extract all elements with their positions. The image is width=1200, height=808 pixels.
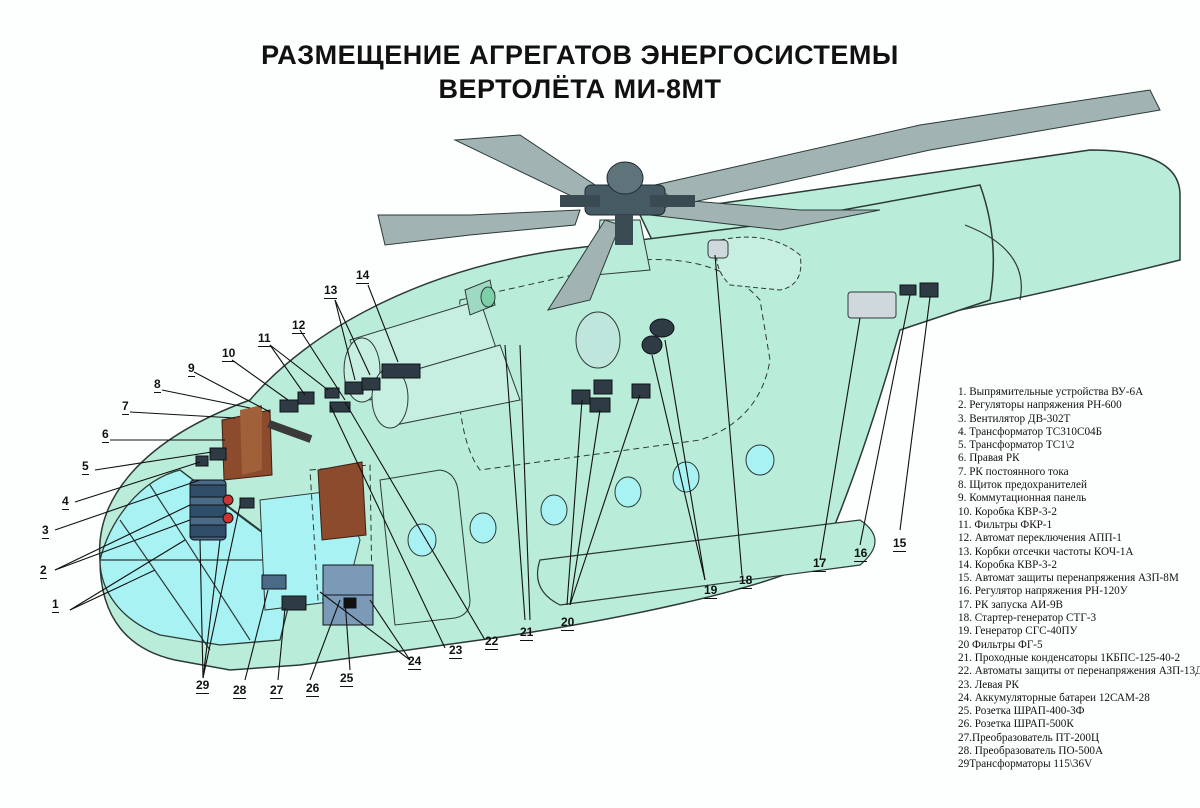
starter-unit bbox=[707, 239, 729, 259]
callout-11: 11 bbox=[258, 331, 271, 347]
cargo-door bbox=[379, 469, 471, 626]
callout-7: 7 bbox=[122, 399, 129, 415]
legend-item: 5. Трансформатор ТС1\2 bbox=[958, 439, 1075, 452]
rotor-hub bbox=[560, 161, 695, 245]
legend-item: 2. Регуляторы напряжения РН-600 bbox=[958, 399, 1122, 412]
legend-item: 17. РК запуска АИ-9В bbox=[958, 598, 1064, 611]
legend-item: 18. Стартер-генератор СТГ-3 bbox=[958, 612, 1097, 625]
callout-1: 1 bbox=[52, 597, 59, 613]
callout-6: 6 bbox=[102, 427, 109, 443]
callout-8: 8 bbox=[154, 377, 161, 393]
callout-5: 5 bbox=[82, 459, 89, 475]
callout-22: 22 bbox=[485, 634, 499, 650]
callout-21: 21 bbox=[520, 625, 534, 641]
callout-27: 27 bbox=[270, 683, 284, 699]
callout-13: 13 bbox=[324, 283, 338, 299]
legend-item: 10. Коробка КВР-3-2 bbox=[958, 505, 1057, 518]
external-fuel-tank bbox=[536, 519, 876, 606]
callout-10: 10 bbox=[222, 346, 236, 362]
legend-item: 20 Фильтры ФГ-5 bbox=[958, 638, 1043, 651]
legend-item: 25. Розетка ШРАП-400-3Ф bbox=[958, 705, 1085, 718]
title-line-1: РАЗМЕЩЕНИЕ АГРЕГАТОВ ЭНЕРГОСИСТЕМЫ bbox=[261, 40, 899, 70]
legend-item: 1. Выпрямительные устройства ВУ-6А bbox=[958, 386, 1144, 398]
legend-item: 28. Преобразователь ПО-500А bbox=[958, 745, 1104, 758]
legend-list: 1. Выпрямительные устройства ВУ-6А 2. Ре… bbox=[958, 386, 1200, 772]
legend-item: 15. Автомат защиты перенапряжения АЗП-8М bbox=[958, 572, 1179, 585]
legend-item: 27.Преобразователь ПТ-200Ц bbox=[958, 731, 1100, 744]
leader-lines bbox=[54, 254, 931, 681]
legend-item: 9. Коммутационная панель bbox=[958, 492, 1087, 505]
legend-item: 7. РК постоянного тока bbox=[958, 465, 1069, 478]
callout-2: 2 bbox=[40, 563, 47, 579]
callout-9: 9 bbox=[188, 361, 195, 377]
callout-16: 16 bbox=[854, 546, 868, 562]
callout-26: 26 bbox=[306, 681, 320, 697]
legend-item: 6. Правая РК bbox=[958, 452, 1020, 465]
callout-18: 18 bbox=[739, 573, 753, 589]
legend-item: 12. Автомат переключения АПП-1 bbox=[958, 532, 1122, 545]
callout-15: 15 bbox=[893, 536, 907, 552]
legend-item: 4. Трансформатор ТС310С04Б bbox=[958, 425, 1103, 438]
legend-item: 29Трансформаторы 115\36V bbox=[958, 758, 1093, 771]
electrical-panels bbox=[221, 405, 367, 541]
callout-29: 29 bbox=[196, 678, 210, 694]
callout-17: 17 bbox=[813, 556, 827, 572]
callout-20: 20 bbox=[561, 615, 575, 631]
legend-item: 8. Щиток предохранителей bbox=[958, 479, 1087, 492]
callout-25: 25 bbox=[340, 671, 354, 687]
callout-12: 12 bbox=[292, 318, 306, 334]
legend-item: 23. Левая РК bbox=[958, 678, 1019, 691]
rotor-blades bbox=[377, 89, 1161, 311]
callout-19: 19 bbox=[704, 583, 718, 599]
legend-item: 11. Фильтры ФКР-1 bbox=[958, 518, 1053, 531]
equipment-blocks bbox=[189, 282, 939, 626]
cabin-windows bbox=[407, 444, 775, 557]
legend-item: 3. Вентилятор ДВ-302Т bbox=[958, 412, 1071, 425]
rear-fairing bbox=[964, 224, 1022, 301]
legend-item: 26. Розетка ШРАП-500К bbox=[958, 718, 1074, 731]
title-line-2: ВЕРТОЛЁТА МИ-8МТ bbox=[438, 74, 722, 104]
callout-4: 4 bbox=[62, 494, 69, 510]
legend-item: 24. Аккумуляторные батареи 12САМ-28 bbox=[958, 691, 1150, 704]
legend-item: 14. Коробка КВР-3-2 bbox=[958, 558, 1057, 571]
callout-28: 28 bbox=[233, 683, 247, 699]
callout-14: 14 bbox=[356, 268, 370, 284]
legend-item: 21. Проходные конденсаторы 1КБПС-125-40-… bbox=[958, 651, 1181, 664]
legend-item: 22. Автоматы защиты от перенапряжения АЗ… bbox=[958, 665, 1200, 678]
legend-item: 19. Генератор СГС-40ПУ bbox=[958, 625, 1078, 638]
legend-item: 16. Регулятор напряжения РН-120У bbox=[958, 585, 1128, 598]
legend-item: 13. Корбки отсечки частоты КОЧ-1А bbox=[958, 545, 1134, 558]
callout-3: 3 bbox=[42, 523, 49, 539]
callout-23: 23 bbox=[449, 643, 463, 659]
callout-24: 24 bbox=[408, 654, 422, 670]
rear-housing bbox=[716, 236, 802, 291]
